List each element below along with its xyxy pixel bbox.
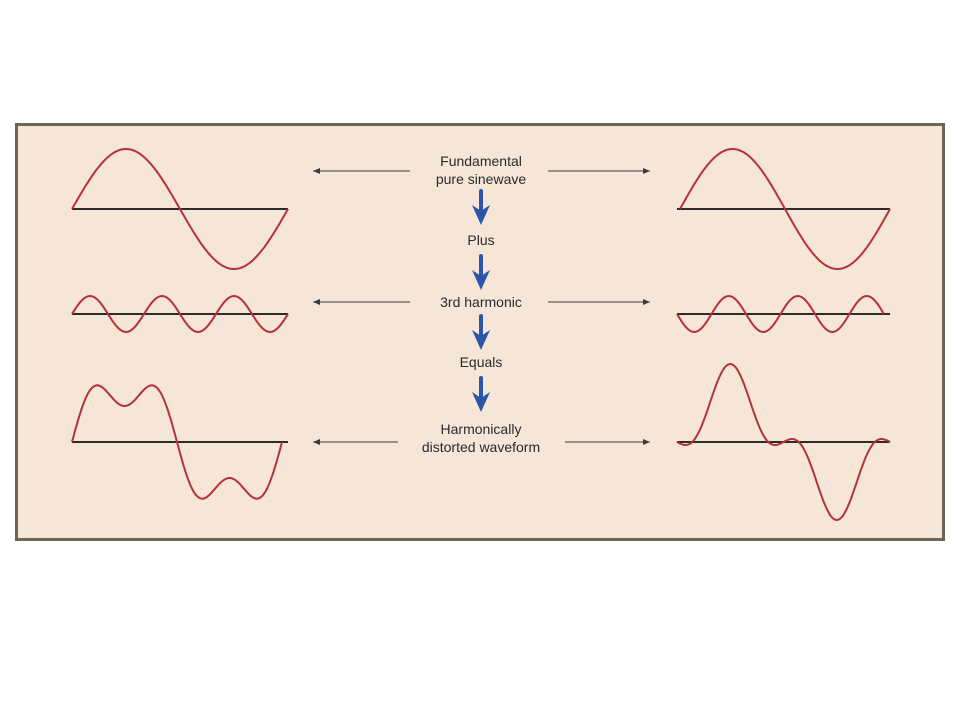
label-distorted-line2: distorted waveform	[422, 439, 540, 455]
blue-arrow-3	[472, 314, 490, 350]
third-harmonic-wave-left	[71, 294, 289, 334]
diagram-panel: Fundamental pure sinewave Plus 3rd harmo…	[15, 123, 945, 541]
label-equals: Equals	[460, 354, 503, 370]
fundamental-wave-right	[679, 148, 891, 270]
label-fundamental-line1: Fundamental	[440, 153, 522, 169]
label-third-harmonic: 3rd harmonic	[440, 294, 522, 310]
fundamental-wave-left	[71, 148, 289, 270]
label-plus: Plus	[467, 232, 494, 248]
blue-arrow-2	[472, 254, 490, 290]
distorted-wave-right	[676, 362, 891, 522]
third-harmonic-wave-right	[676, 294, 885, 334]
label-fundamental-line2: pure sinewave	[436, 171, 526, 187]
blue-arrow-4	[472, 376, 490, 412]
blue-arrow-1	[472, 189, 490, 225]
harmonic-diagram: Fundamental pure sinewave Plus 3rd harmo…	[15, 123, 945, 541]
distorted-wave-left	[71, 384, 283, 500]
label-distorted-line1: Harmonically	[441, 421, 522, 437]
